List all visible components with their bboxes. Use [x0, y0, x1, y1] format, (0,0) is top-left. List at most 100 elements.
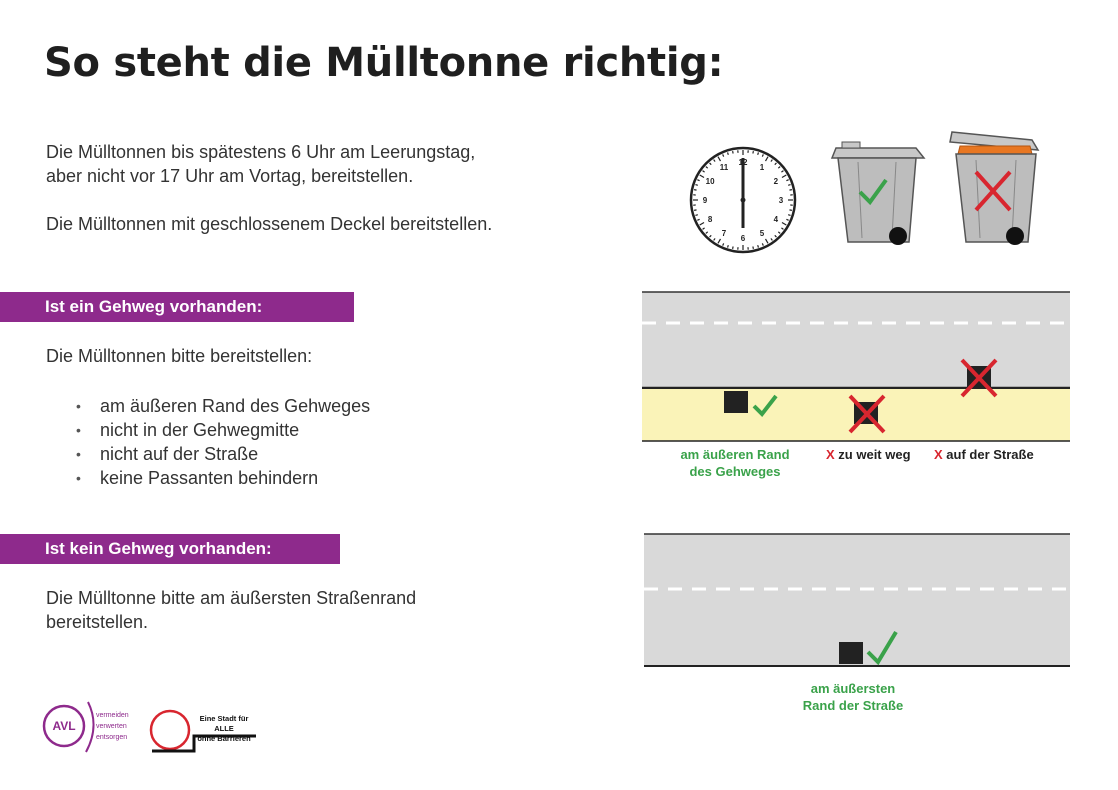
avl-slogan-line: verwerten	[96, 723, 127, 730]
clock-tick	[777, 231, 781, 234]
clock-tick	[781, 221, 787, 226]
clock-tick	[697, 218, 700, 221]
stadt-fuer-alle-text: Eine Stadt für ALLE ohne Barrieren	[190, 714, 258, 744]
intro-line-3: Die Mülltonnen mit geschlossenem Deckel …	[46, 214, 493, 234]
clock-number: 9	[703, 196, 708, 205]
clock-tick	[789, 189, 793, 191]
clock-number: 4	[774, 215, 779, 224]
gehweg-text: Die Mülltonnen bitte bereitstellen:	[46, 346, 313, 366]
clock-tick	[726, 152, 729, 156]
clock-tick	[781, 174, 787, 179]
bin-correct	[839, 642, 863, 664]
clock-icon: 121234567891011	[689, 146, 797, 254]
clock-tick	[764, 238, 769, 244]
check-icon	[866, 630, 898, 666]
clock-tick	[764, 156, 769, 162]
road-with-sidewalk-diagram	[642, 291, 1070, 442]
check-icon	[858, 178, 888, 206]
stadt-line-2: ohne Barrieren	[197, 734, 251, 743]
intro-line-2: aber nicht vor 17 Uhr am Vortag, bereits…	[46, 166, 414, 186]
clock-tick	[787, 183, 791, 186]
clock-tick	[693, 209, 697, 211]
clock-tick	[699, 174, 705, 179]
clock-number: 6	[741, 234, 746, 243]
caption-on-street: X auf der Straße	[934, 446, 1034, 463]
clock-tick	[702, 170, 705, 173]
list-item: keine Passanten behindern	[76, 466, 370, 490]
clock-number: 11	[720, 163, 729, 172]
clock-tick	[774, 162, 777, 166]
clock-tick	[732, 150, 734, 154]
clock-tick	[695, 214, 699, 217]
clock-tick	[770, 238, 773, 241]
clock-number: 5	[760, 229, 765, 238]
clock-number: 8	[708, 215, 713, 224]
clock-tick	[787, 214, 791, 217]
stadt-line-1: Eine Stadt für ALLE	[199, 714, 249, 733]
caption-ok: am äußeren Rand des Gehweges	[672, 446, 798, 480]
clock-tick	[757, 152, 760, 156]
clock-tick	[705, 166, 709, 169]
intro-line-1: Die Mülltonnen bis spätestens 6 Uhr am L…	[46, 142, 476, 162]
clock-tick	[713, 238, 716, 241]
x-icon	[974, 170, 1012, 212]
caption-ok-line-2: des Gehweges	[689, 464, 781, 479]
caption-too-far: X zu weit weg	[826, 446, 911, 463]
check-icon	[752, 394, 778, 418]
clock-tick	[774, 234, 777, 238]
clock-tick	[781, 170, 784, 173]
x-icon	[848, 394, 886, 434]
avl-slogan-line: vermeiden	[96, 712, 129, 719]
clock-tick	[786, 218, 789, 221]
clock-number: 2	[774, 177, 779, 186]
clock-tick	[702, 227, 705, 230]
clock-tick	[709, 234, 712, 238]
clock-number: 3	[779, 196, 784, 205]
clock-tick	[777, 166, 781, 169]
x-mark: X	[934, 447, 943, 462]
caption-road-edge: am äußersten Rand der Straße	[790, 680, 916, 714]
caption-ok-line-1: am äußeren Rand	[680, 447, 790, 462]
clock-tick	[713, 159, 716, 162]
kein-gehweg-text: Die Mülltonne bitte am äußersten Straßen…	[46, 586, 416, 634]
avl-logo-text: AVL	[52, 719, 75, 733]
clock-tick	[781, 227, 784, 230]
avl-slogan: vermeiden verwerten entsorgen	[96, 710, 129, 743]
stadt-fuer-alle-logo	[149, 709, 256, 753]
page-title: So steht die Mülltonne richtig:	[44, 40, 724, 86]
clock-tick	[722, 243, 725, 246]
clock-tick	[697, 179, 700, 182]
avl-slogan-line: entsorgen	[96, 734, 128, 741]
clock-tick	[717, 156, 722, 162]
intro-text: Die Mülltonnen bis spätestens 6 Uhr am L…	[46, 140, 475, 188]
kein-gehweg-line-1: Die Mülltonne bitte am äußersten Straßen…	[46, 588, 417, 608]
clock-number: 1	[760, 163, 765, 172]
caption-on-street-label: auf der Straße	[946, 447, 1034, 462]
clock-tick	[722, 154, 725, 157]
clock-tick	[717, 238, 722, 244]
section-heading-kein-gehweg: Ist kein Gehweg vorhanden:	[0, 534, 340, 564]
clock-tick	[693, 189, 697, 191]
clock-number: 7	[722, 229, 727, 238]
clock-tick	[695, 183, 699, 186]
caption-road-edge-line-2: Rand der Straße	[802, 698, 904, 713]
clock-tick	[709, 162, 712, 166]
clock-number: 10	[706, 177, 715, 186]
bin-correct	[724, 391, 748, 413]
clock-tick	[757, 244, 760, 248]
list-item: nicht auf der Straße	[76, 442, 370, 466]
clock-tick	[761, 243, 764, 246]
road-without-sidewalk-diagram	[644, 533, 1070, 667]
kein-gehweg-line-2: bereitstellen.	[46, 612, 149, 632]
bin-open-icon	[949, 131, 1040, 245]
x-mark: X	[826, 447, 835, 462]
avl-logo: AVL	[42, 701, 95, 753]
clock-tick	[752, 246, 754, 250]
timing-illustration: 121234567891011	[689, 131, 1040, 254]
gehweg-bullet-list: am äußeren Rand des Gehweges nicht in de…	[76, 394, 370, 490]
clock-tick	[726, 244, 729, 248]
clock-tick	[789, 209, 793, 211]
clock-tick	[770, 159, 773, 162]
list-item: am äußeren Rand des Gehweges	[76, 394, 370, 418]
clock-tick	[732, 246, 734, 250]
